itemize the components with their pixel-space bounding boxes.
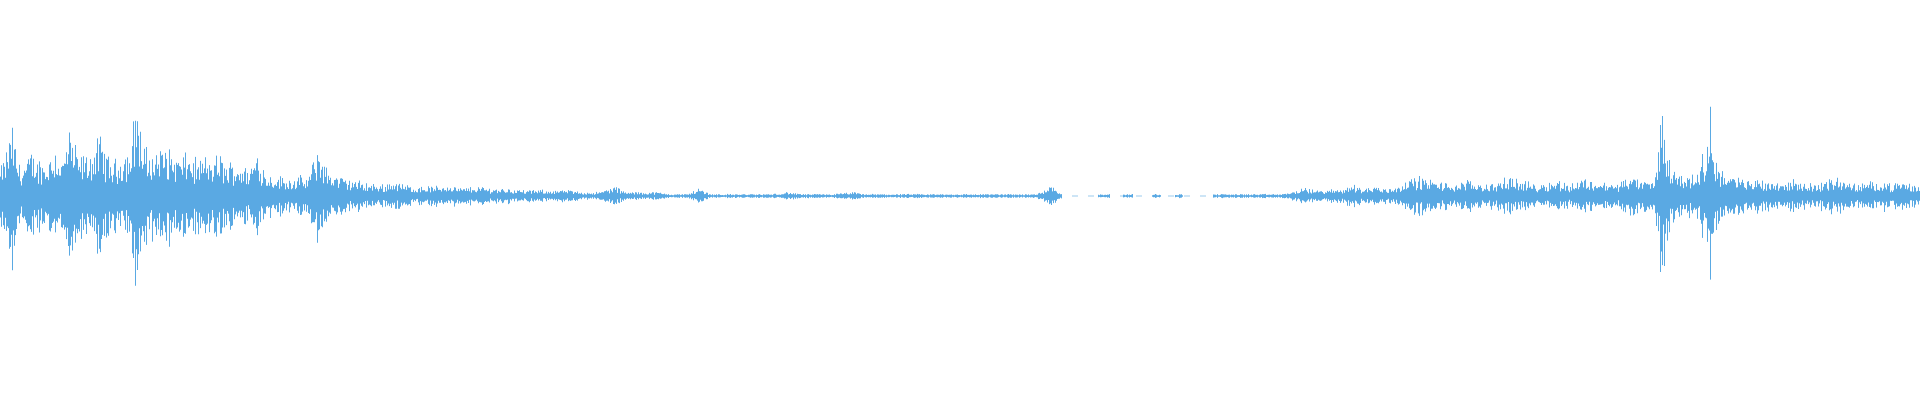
waveform-lines [0,106,1920,286]
